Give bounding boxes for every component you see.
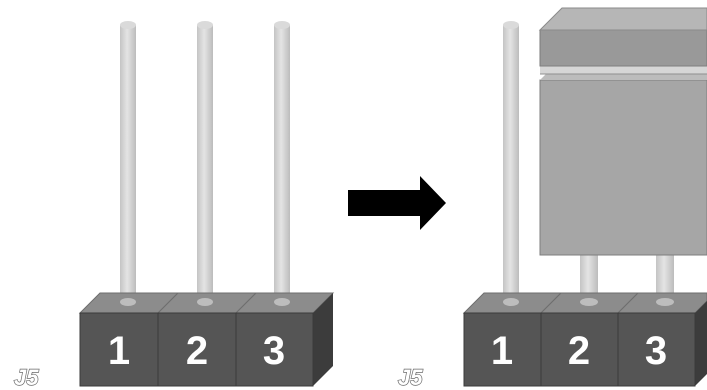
right-pin-label-2: 2 <box>568 329 590 373</box>
left-header-label: J5 <box>14 365 39 390</box>
left-pins <box>120 21 290 305</box>
left-header: 1 2 3 J5 <box>13 21 335 390</box>
left-pin-label-3: 3 <box>263 329 285 373</box>
left-pin-label-2: 2 <box>186 329 208 373</box>
left-pin-label-1: 1 <box>108 329 130 373</box>
right-header: 1 2 3 J5 <box>397 7 707 390</box>
right-pin-1 <box>503 21 519 305</box>
left-block-side <box>313 293 333 386</box>
left-pin-2 <box>197 21 213 305</box>
right-pin-3 <box>656 250 674 305</box>
right-block-side <box>695 301 707 386</box>
right-header-label: J5 <box>398 365 423 390</box>
right-pin-2 <box>580 250 598 305</box>
right-pin-label-3: 3 <box>645 329 667 373</box>
left-block-front <box>79 312 314 387</box>
right-pin-label-1: 1 <box>491 329 513 373</box>
right-arrow-icon <box>348 176 446 230</box>
jumper-shunt <box>538 7 707 256</box>
left-pin-3 <box>274 21 290 305</box>
right-block-front <box>463 312 696 387</box>
left-pin-1 <box>120 21 136 305</box>
